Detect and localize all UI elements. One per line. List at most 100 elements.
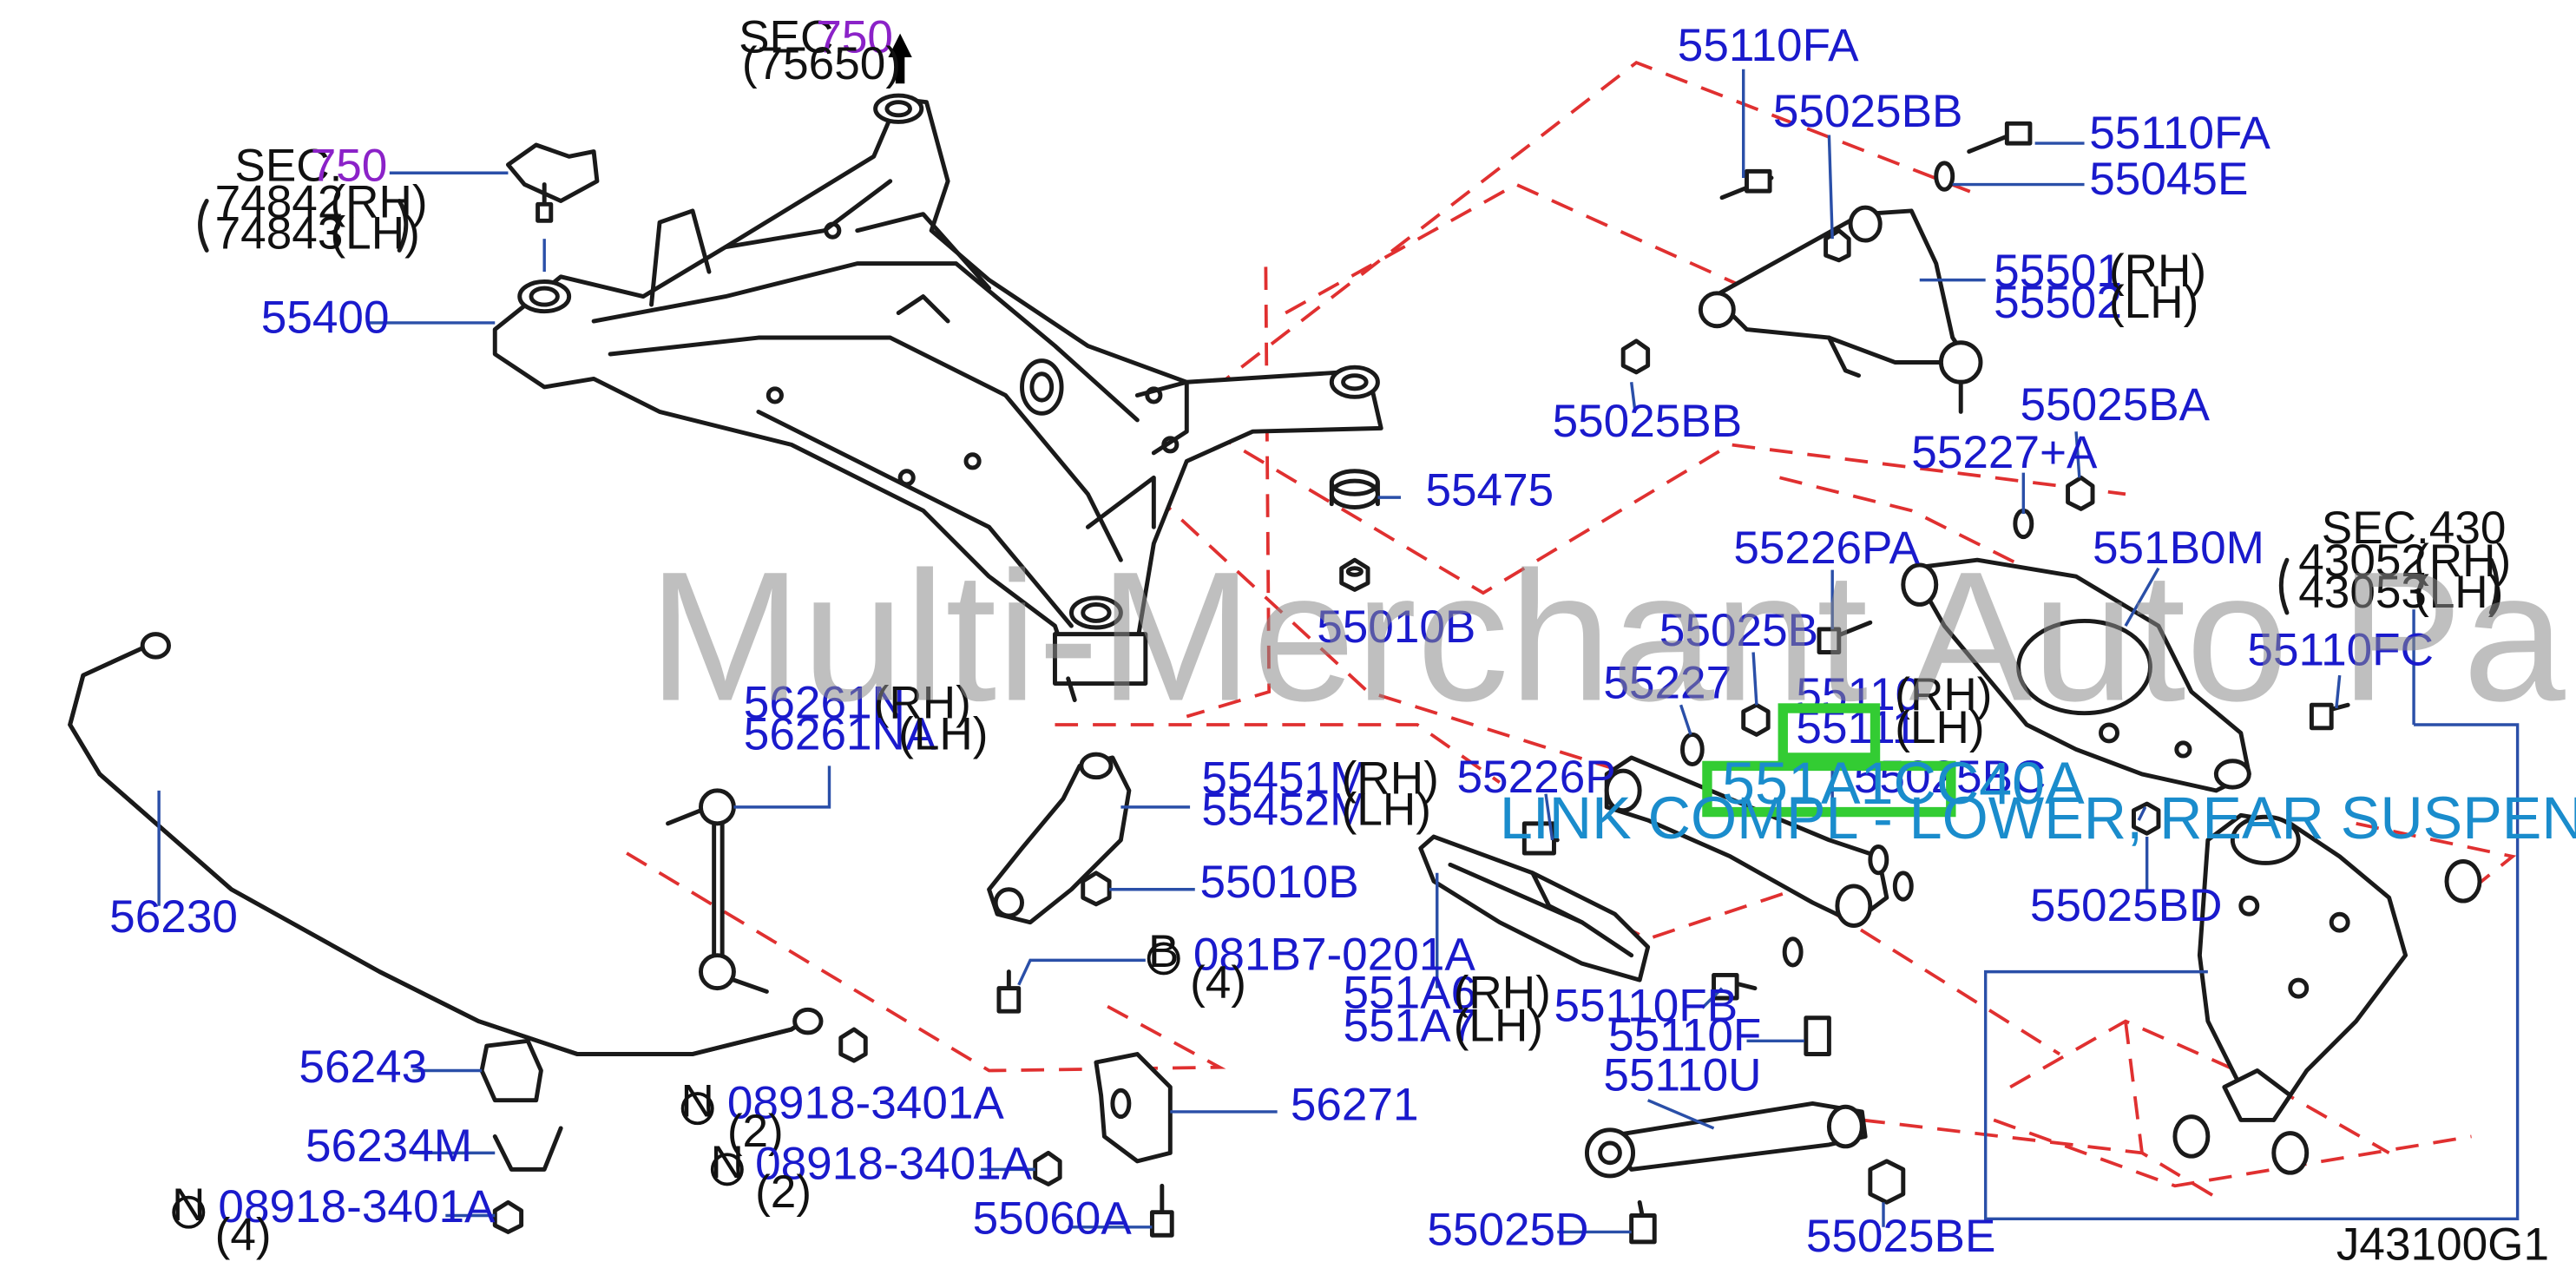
lh-55111: (LH) [1895,702,1984,753]
part-55110fa-right[interactable]: 55110FA [2089,108,2270,159]
rh-56261n: (RH) [874,677,971,728]
bracket-56271-drawing [1033,1052,1174,1238]
rh-55501: (RH) [2109,246,2206,297]
highlight-part-number-box [1702,760,1956,818]
part-43052: 43052 [2298,536,2427,587]
circle-n-icon-a: N [680,1076,713,1127]
circle-n-icon-b: N [711,1137,744,1188]
part-55025bb-bottom[interactable]: 55025BB [1553,396,1743,447]
part-55475[interactable]: 55475 [1425,465,1554,516]
up-arrow-icon [888,33,912,84]
part-55502[interactable]: 55502 [1994,277,2122,328]
lh-74843: (LH) [330,208,419,260]
part-55025b[interactable]: 55025B [1659,605,1818,656]
lower-control-arm-551b0m-drawing [1817,475,2350,836]
part-74843: 74843 [215,208,344,260]
diagram-code: J43100G1 [2336,1219,2549,1271]
part-74842: 74842 [215,176,344,227]
sec-750-top-ref: (75650) [742,38,901,89]
part-081b7-0201a[interactable]: 081B7-0201A [1193,930,1475,981]
lh-43053: (LH) [2414,567,2503,618]
lh-56261na: (LH) [898,708,988,759]
svg-text:N: N [680,1076,713,1127]
part-56243[interactable]: 56243 [299,1042,427,1093]
part-55025bd[interactable]: 55025BD [2030,880,2223,931]
lower-link-55110-drawing [1521,702,1914,928]
svg-text:N: N [172,1180,205,1231]
stabilizer-link-56261n-drawing [666,788,769,994]
highlight-55111-box [1778,703,1881,763]
rh-551a6: (RH) [1454,967,1551,1018]
rh-55110: (RH) [1895,669,1992,720]
part-55025ba[interactable]: 55025BA [2021,379,2211,430]
rear-subframe-drawing [492,93,1383,702]
part-55010b-lower[interactable]: 55010B [1199,857,1358,908]
highlight-part-number[interactable]: 551A1CC40A [1722,751,2085,817]
part-56234m[interactable]: 56234M [306,1120,472,1172]
part-55045e[interactable]: 55045E [2089,154,2248,205]
part-55451m[interactable]: 55451M [1201,753,1368,805]
bracket-55451m-drawing [987,752,1132,1014]
guide-plate-551a6-drawing [1418,834,1651,982]
sec-750-left-link[interactable]: 750 [311,141,388,192]
part-56261n[interactable]: 56261N [744,677,905,728]
qty-08918-a: (2) [727,1106,784,1157]
part-551a7[interactable]: 551A7 [1344,1000,1477,1051]
sec-750-top-link[interactable]: 750 [816,12,893,63]
lh-55452m: (LH) [1342,785,1431,836]
rh-55451m: (RH) [1342,753,1439,805]
part-55110fa-top[interactable]: 55110FA [1678,20,1859,71]
circle-markers: B N N N [172,926,1180,1231]
lh-55502: (LH) [2109,277,2198,328]
part-08918-3401a-a[interactable]: 08918-3401A [727,1078,1005,1129]
part-08918-3401a-b[interactable]: 08918-3401A [755,1139,1033,1190]
part-55227[interactable]: 55227 [1603,658,1732,709]
part-55110f[interactable]: 55110F [1608,1010,1761,1061]
highlight-description: LINK COMPL - LOWER, REAR SUSPENSION LH [1500,785,2576,851]
part-56271[interactable]: 56271 [1291,1079,1419,1130]
part-55227a[interactable]: 55227+A [1911,427,2098,478]
part-55060a[interactable]: 55060A [973,1193,1133,1244]
qty-08918-c: (4) [215,1209,272,1260]
part-55025d[interactable]: 55025D [1427,1205,1588,1256]
link-55110u-drawing [1584,936,1906,1245]
svg-text:N: N [711,1137,744,1188]
lh-551a7: (LH) [1454,1000,1543,1051]
part-55025be[interactable]: 55025BE [1806,1211,1996,1262]
qty-08918-b: (2) [755,1166,812,1218]
part-55452m[interactable]: 55452M [1201,785,1368,836]
part-43053: 43053 [2298,567,2427,618]
nut-55010b-drawing [1339,557,1370,592]
watermark: Multi-Merchant Auto Partstore [648,535,2576,740]
part-551b0m[interactable]: 551B0M [2093,522,2264,574]
part-56261na[interactable]: 56261NA [744,708,936,759]
part-551a6[interactable]: 551A6 [1344,967,1477,1018]
rh-74842: (RH) [330,176,427,227]
sec-430: SEC.430 [2322,503,2507,554]
part-56230[interactable]: 56230 [109,891,238,943]
part-55501[interactable]: 55501 [1994,246,2122,297]
svg-text:B: B [1148,926,1179,977]
qty-081b7: (4) [1190,957,1246,1009]
part-55110fb[interactable]: 55110FB [1554,981,1738,1032]
stabilizer-bar-56230-drawing [68,632,868,1234]
mount-bracket-74842-drawing [505,142,600,223]
circle-n-icon-c: N [172,1180,205,1231]
part-55226pa[interactable]: 55226PA [1733,522,1920,574]
part-55025bb-top[interactable]: 55025BB [1773,86,1963,137]
part-55226p[interactable]: 55226P [1457,752,1616,803]
knuckle-43052-drawing [2172,812,2482,1175]
bushing-55475-drawing [1329,469,1380,509]
upper-arm-55501-drawing [1620,121,2033,414]
leader-lines [157,69,2520,1234]
part-55010b-upper[interactable]: 55010B [1317,601,1475,653]
part-08918-3401a-c[interactable]: 08918-3401A [218,1181,496,1232]
part-55400[interactable]: 55400 [261,292,390,343]
part-55110fc[interactable]: 55110FC [2247,625,2434,676]
sec-750-top-prefix: SEC. [739,12,846,63]
rh-43052: (RH) [2414,536,2511,587]
part-55110u[interactable]: 55110U [1603,1049,1761,1101]
sec-750-left-prefix: SEC. [234,141,342,192]
section-references: SEC. 750 (75650) SEC. 750 74842 (RH) 748… [198,12,2511,618]
